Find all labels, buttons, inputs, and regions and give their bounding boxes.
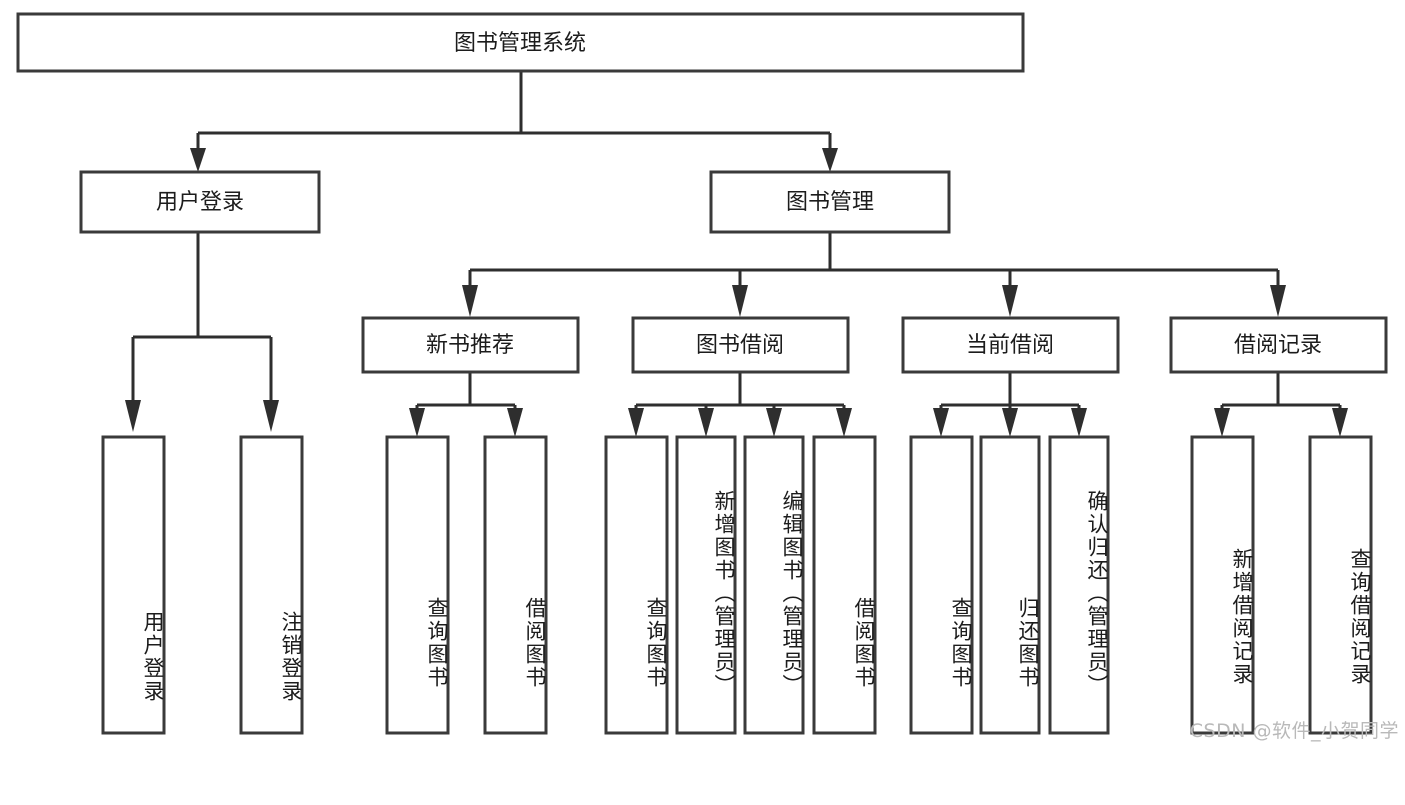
node-user-login[interactable]: 用户登录: [79, 170, 321, 234]
node-current-borrow[interactable]: 当前借阅: [901, 316, 1120, 374]
node-book-borrow-box[interactable]: [631, 316, 850, 374]
node-current-borrow-label: 当前借阅: [966, 333, 1054, 358]
node-book-manage[interactable]: 图书管理: [709, 170, 951, 234]
node-leaf-confirm-return-box[interactable]: [1048, 435, 1110, 735]
arrow-head-leaf-borrow-book-1: [507, 408, 523, 437]
watermark-text: CSDN @软件_小贺同学: [1189, 720, 1399, 742]
node-leaf-edit-book-box[interactable]: [743, 435, 805, 735]
node-leaf-query-book-2-box[interactable]: [604, 435, 669, 735]
arrow-head-leaf-user-login: [125, 400, 141, 432]
arrow-head-leaf-return-book: [1002, 408, 1018, 437]
node-borrow-record-label: 借阅记录: [1234, 333, 1322, 358]
node-leaf-borrow-book-1-box[interactable]: [483, 435, 548, 735]
arrow-head-book-manage: [822, 148, 838, 172]
arrow-head-leaf-query-book-3: [933, 408, 949, 437]
arrow-head-user-login: [190, 148, 206, 172]
node-borrow-record-box[interactable]: [1169, 316, 1388, 374]
arrow-head-leaf-add-record: [1214, 408, 1230, 437]
node-root[interactable]: 图书管理系统: [16, 12, 1025, 73]
node-root-box[interactable]: [16, 12, 1025, 73]
node-leaf-user-logout-box[interactable]: [239, 435, 304, 735]
node-leaf-query-book-1-box[interactable]: [385, 435, 450, 735]
node-leaf-query-book-3-box[interactable]: [909, 435, 974, 735]
arrow-head-new-book-rec: [462, 285, 478, 317]
connector-layer: [125, 71, 1348, 437]
node-user-login-box[interactable]: [79, 170, 321, 234]
arrow-head-current-borrow: [1002, 285, 1018, 317]
arrow-head-leaf-add-book: [698, 408, 714, 437]
node-new-book-rec-label: 新书推荐: [426, 333, 514, 358]
node-root-label: 图书管理系统: [454, 31, 586, 56]
arrow-head-leaf-borrow-book-2: [836, 408, 852, 437]
arrow-head-leaf-user-logout: [263, 400, 279, 432]
node-leaf-query-record-box[interactable]: [1308, 435, 1373, 735]
node-book-borrow-label: 图书借阅: [696, 333, 784, 358]
arrow-head-leaf-edit-book: [766, 408, 782, 437]
arrow-head-leaf-query-book-2: [628, 408, 644, 437]
arrow-head-book-borrow: [732, 285, 748, 317]
node-book-manage-label: 图书管理: [786, 190, 874, 215]
node-book-borrow[interactable]: 图书借阅: [631, 316, 850, 374]
node-new-book-rec[interactable]: 新书推荐: [361, 316, 580, 374]
arrow-head-leaf-confirm-return: [1071, 408, 1087, 437]
node-leaf-user-login-box[interactable]: [101, 435, 166, 735]
node-leaf-return-book-box[interactable]: [979, 435, 1041, 735]
node-leaf-add-record-box[interactable]: [1190, 435, 1255, 735]
node-leaf-add-book-box[interactable]: [675, 435, 737, 735]
node-user-login-label: 用户登录: [156, 190, 244, 215]
node-layer: 图书管理系统 用户登录 图书管理 新书推荐 图书借阅: [16, 12, 1388, 735]
flowchart-canvas: 图书管理系统 用户登录 图书管理 新书推荐 图书借阅: [16, 12, 1399, 742]
flowchart-svg: 图书管理系统 用户登录 图书管理 新书推荐 图书借阅: [16, 12, 1388, 735]
node-leaf-borrow-book-2-box[interactable]: [812, 435, 877, 735]
node-current-borrow-box[interactable]: [901, 316, 1120, 374]
node-borrow-record[interactable]: 借阅记录: [1169, 316, 1388, 374]
arrow-head-leaf-query-book-1: [409, 408, 425, 437]
arrow-head-leaf-query-record: [1332, 408, 1348, 437]
arrow-head-borrow-record: [1270, 285, 1286, 317]
node-book-manage-box[interactable]: [709, 170, 951, 234]
node-new-book-rec-box[interactable]: [361, 316, 580, 374]
